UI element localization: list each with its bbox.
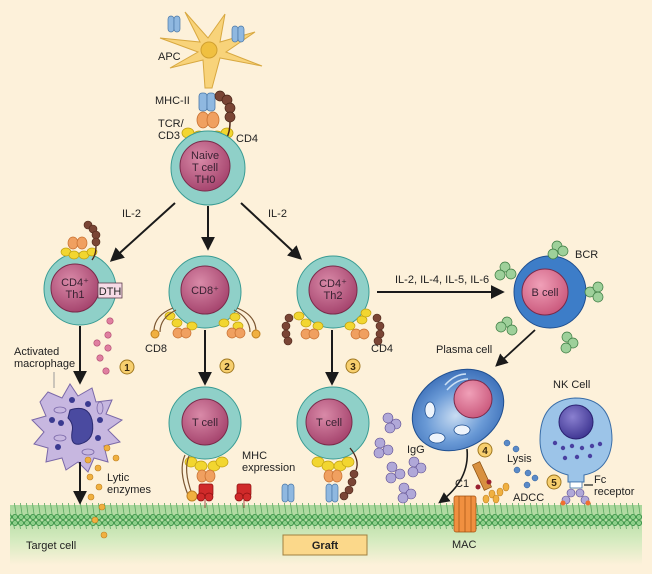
activated-macrophage — [31, 383, 124, 473]
b-cell-label: B cell — [532, 287, 559, 299]
fc-receptor-label-line1: Fc — [594, 474, 607, 486]
t-cell-1-label: T cell — [192, 417, 218, 429]
lysis-label: Lysis — [507, 453, 532, 465]
svg-text:4: 4 — [482, 446, 488, 457]
mac-label: MAC — [452, 539, 477, 551]
svg-text:5: 5 — [551, 478, 557, 489]
th2-cell — [281, 255, 385, 346]
step-badge-5: 5 — [546, 474, 562, 490]
il2-left-label: IL-2 — [122, 208, 141, 220]
cell-membrane — [10, 503, 642, 529]
c1-complement — [471, 461, 510, 504]
cytokines-label: IL-2, IL-4, IL-5, IL-6 — [395, 274, 489, 286]
dth-box — [97, 282, 123, 299]
dth-label: DTH — [99, 286, 122, 298]
apc-dendritic-cell — [159, 11, 263, 89]
graft-label-box — [282, 534, 368, 556]
adcc-label: ADCC — [513, 492, 544, 504]
nk-cell-label: NK Cell — [553, 379, 590, 391]
tcr-label-line1: TCR/ — [158, 118, 185, 130]
igg-label: IgG — [407, 444, 425, 456]
step-badge-3: 3 — [345, 358, 361, 374]
naive-label-line2: T cell — [192, 162, 218, 174]
mhc-i-icon — [196, 483, 252, 508]
th1-label-line2: Th1 — [66, 289, 85, 301]
mhc-expression-label-line2: expression — [242, 462, 295, 474]
igg-antibody-icons — [373, 412, 427, 504]
naive-t-cell — [170, 130, 246, 206]
cd4-label-top: CD4 — [236, 133, 258, 145]
mhc-ii-label: MHC-II — [155, 95, 190, 107]
cytokine-dots — [93, 317, 114, 375]
cd8-label: CD8 — [145, 343, 167, 355]
plasma-cell — [411, 368, 505, 452]
svg-text:1: 1 — [124, 363, 130, 374]
arrow-to-th2 — [240, 202, 303, 260]
mhc-ii-icon — [167, 15, 245, 43]
activated-macrophage-label-line2: macrophage — [14, 358, 75, 370]
t-cell-2-label: T cell — [316, 417, 342, 429]
lytic-label-line2: enzymes — [107, 484, 152, 496]
step-badge-4: 4 — [477, 442, 493, 458]
helper-t-cell — [296, 386, 370, 501]
arrow-to-th1 — [109, 202, 176, 262]
activated-macrophage-label-line1: Activated — [14, 346, 59, 358]
th2-label-line2: Th2 — [324, 290, 343, 302]
naive-label-line3: TH0 — [195, 174, 216, 186]
target-cell-label: Target cell — [26, 540, 76, 552]
cd4-label: CD4 — [371, 343, 393, 355]
fc-receptor-label-line2: receptor — [594, 486, 635, 498]
svg-text:2: 2 — [224, 362, 230, 373]
step-badge-1: 1 — [119, 359, 135, 375]
th2-label-line1: CD4⁺ — [319, 278, 347, 290]
cytotoxic-t-cell — [168, 386, 242, 502]
bcr-label: BCR — [575, 249, 598, 261]
graft-label: Graft — [312, 540, 339, 552]
c1-label: C1 — [455, 478, 469, 490]
il2-right-label: IL-2 — [268, 208, 287, 220]
mac-complex — [453, 495, 477, 533]
arrow-plasma-to-target — [438, 448, 469, 504]
cd8-t-cell — [150, 255, 261, 339]
mhc-ii-graft-icon — [281, 483, 339, 503]
th1-cell — [43, 220, 117, 326]
mhc-expression-label-line1: MHC — [242, 450, 267, 462]
apc-label: APC — [158, 51, 181, 63]
tcr-label-line2: CD3 — [158, 130, 180, 142]
cd4-coreceptor-top — [214, 90, 236, 143]
th1-label-line1: CD4⁺ — [61, 277, 89, 289]
nk-cell — [539, 397, 613, 506]
naive-label-line1: Naive — [191, 150, 219, 162]
b-cell — [513, 255, 587, 329]
cd8-cell-label: CD8⁺ — [191, 285, 219, 297]
step-badge-2: 2 — [219, 358, 235, 374]
lytic-label-line1: Lytic — [107, 472, 130, 484]
lysis-dots — [503, 439, 539, 489]
arrow-to-plasma-cell — [495, 329, 536, 367]
lytic-enzyme-dots — [84, 444, 120, 539]
plasma-cell-label: Plasma cell — [436, 344, 492, 356]
bcr-icon — [494, 240, 604, 354]
svg-text:3: 3 — [350, 362, 356, 373]
